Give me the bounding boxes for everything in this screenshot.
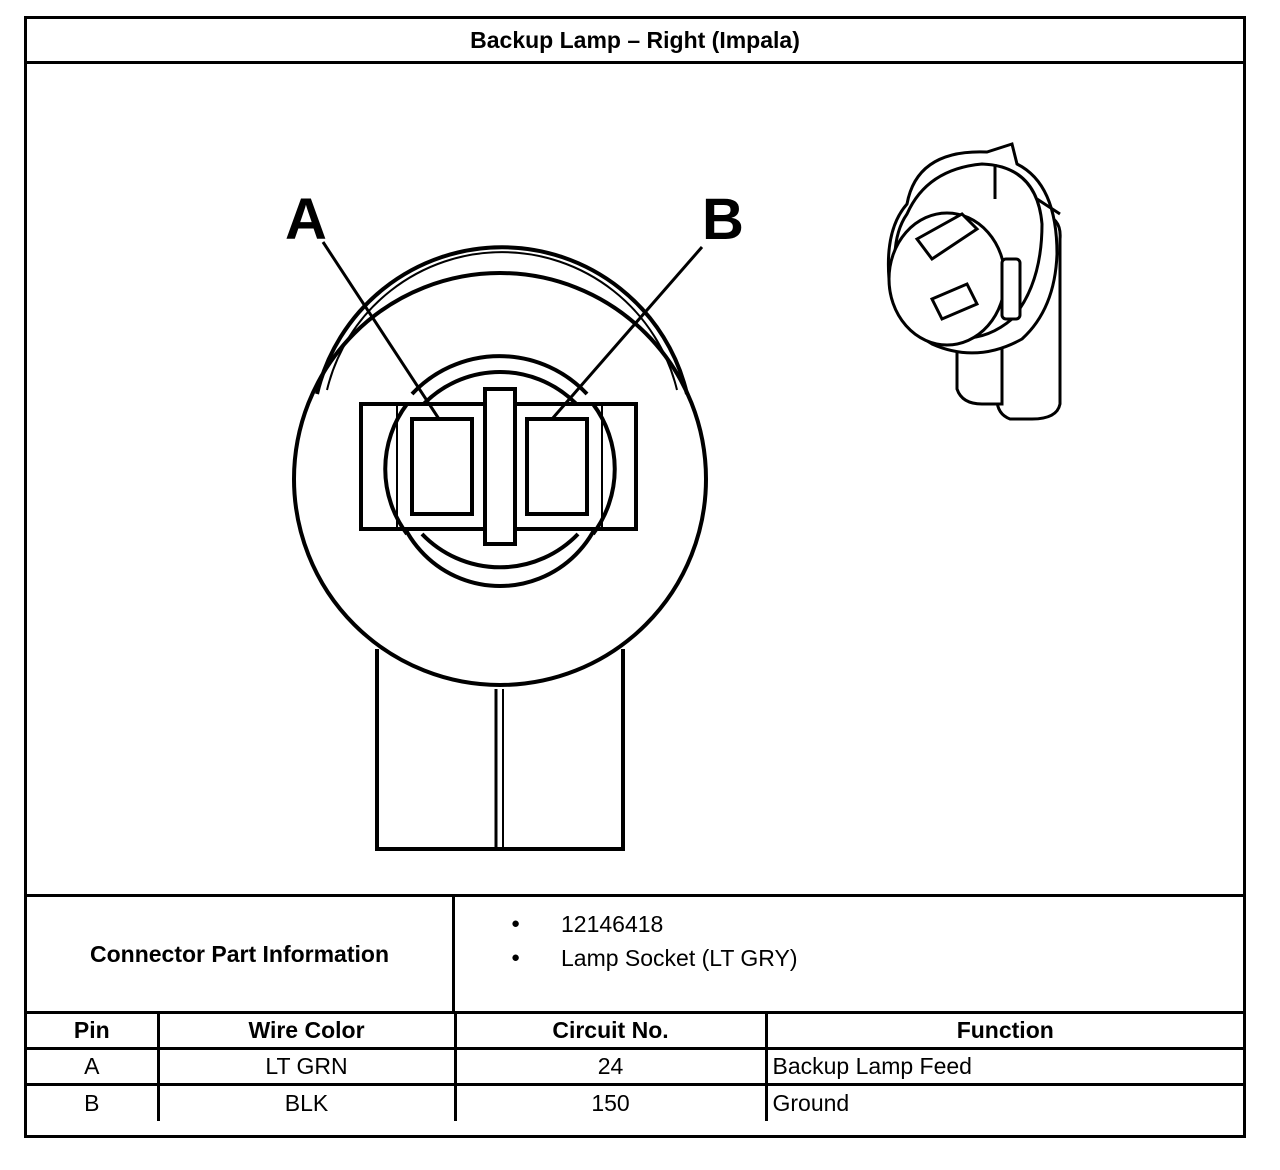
connector-sheet: Backup Lamp – Right (Impala)	[24, 16, 1246, 1138]
connector-info-list: 12146418 Lamp Socket (LT GRY)	[505, 907, 797, 975]
cell-pin: B	[27, 1083, 160, 1121]
header-circuit-no: Circuit No.	[453, 1011, 768, 1050]
part-description: Lamp Socket (LT GRY)	[505, 941, 797, 975]
cell-function: Backup Lamp Feed	[764, 1047, 1243, 1086]
cell-pin: A	[27, 1047, 160, 1086]
cell-circuit-no: 24	[453, 1047, 768, 1086]
pin-label-b: B	[702, 187, 744, 252]
header-wire-color: Wire Color	[156, 1011, 457, 1050]
cell-function: Ground	[764, 1083, 1243, 1121]
lamp-socket-icon	[886, 142, 1062, 421]
cell-wire-color: BLK	[156, 1083, 457, 1121]
cell-circuit-no: 150	[453, 1083, 768, 1121]
table-header-row: Pin Wire Color Circuit No. Function	[27, 1011, 1243, 1050]
pin-label-a: A	[285, 187, 327, 252]
cell-wire-color: LT GRN	[156, 1047, 457, 1086]
connector-drawing: A B	[27, 64, 1243, 894]
connector-face-svg: A B	[285, 142, 1062, 851]
sheet-title: Backup Lamp – Right (Impala)	[27, 19, 1243, 64]
connector-info-label: Connector Part Information	[27, 897, 455, 1011]
pinout-table: Pin Wire Color Circuit No. Function A LT…	[27, 1011, 1243, 1121]
table-row: A LT GRN 24 Backup Lamp Feed	[27, 1047, 1243, 1086]
header-pin: Pin	[27, 1011, 160, 1050]
connector-info-row: Connector Part Information 12146418 Lamp…	[27, 894, 1243, 1011]
header-function: Function	[764, 1011, 1243, 1050]
part-number: 12146418	[505, 907, 797, 941]
table-row: B BLK 150 Ground	[27, 1083, 1243, 1121]
